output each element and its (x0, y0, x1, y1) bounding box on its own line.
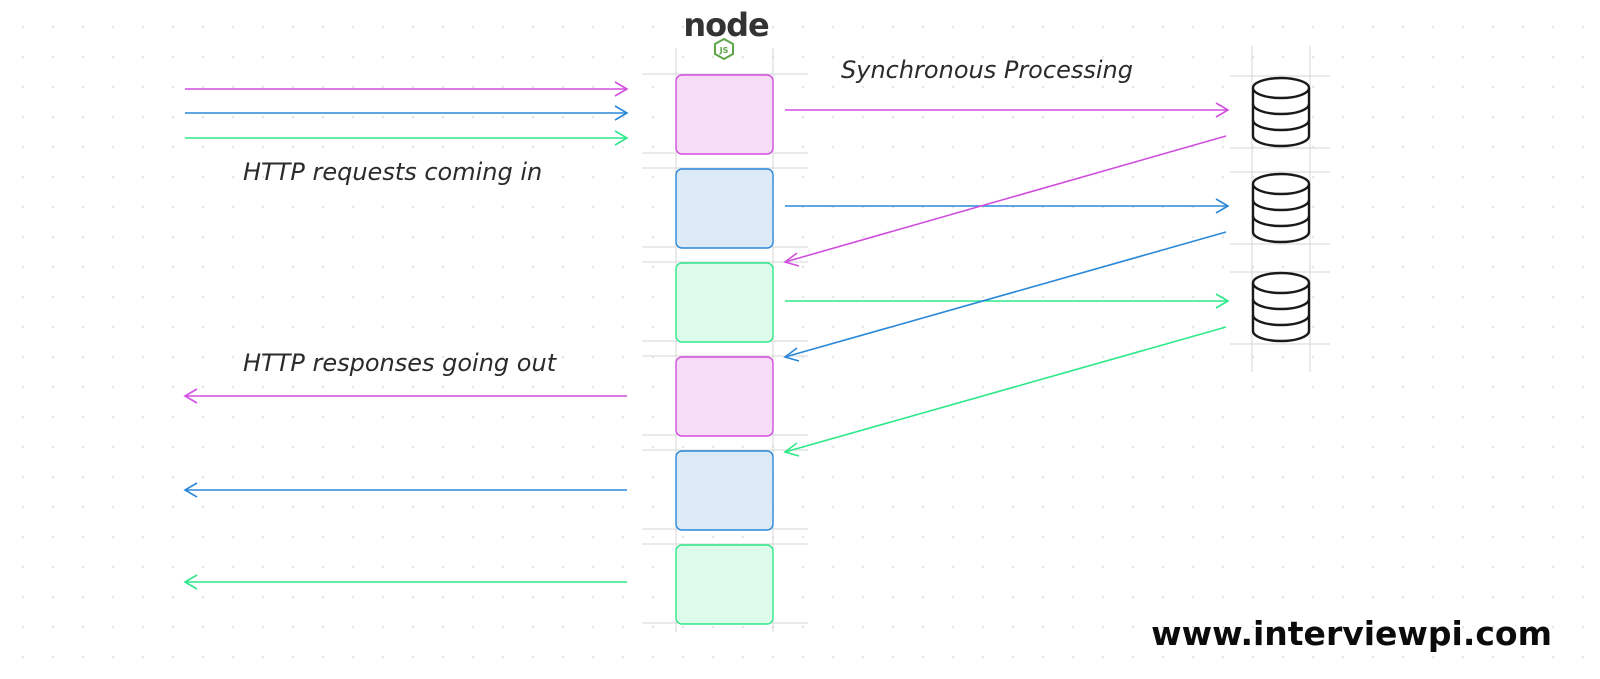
request-arrow-magenta (185, 81, 629, 97)
request-arrows (185, 81, 629, 146)
queue-block-magenta-1 (675, 74, 774, 155)
queue-block-green-1 (675, 262, 774, 343)
queue-block-blue-2 (675, 450, 774, 531)
database-icon (1251, 76, 1311, 148)
db-request-arrow-magenta (785, 102, 1230, 118)
nodejs-logo-text: node (683, 6, 769, 44)
request-arrow-green (185, 130, 629, 146)
db-return-arrow-blue (783, 231, 1227, 362)
nodejs-logo-badge: JS (719, 46, 729, 55)
nodejs-logo-icon: node JS (683, 6, 770, 61)
db-return-arrow-magenta (783, 135, 1227, 267)
watermark: www.interviewpi.com (1151, 614, 1552, 653)
db-request-arrow-green (785, 293, 1230, 309)
request-arrow-blue (185, 105, 629, 121)
response-arrow-blue (183, 482, 627, 498)
db-return-arrow-green (783, 326, 1227, 457)
requests-label: HTTP requests coming in (243, 158, 543, 186)
db-request-arrow-blue (785, 198, 1230, 214)
queue-blocks (675, 74, 774, 625)
database-icon (1251, 172, 1311, 244)
response-arrows (183, 388, 627, 590)
processing-label: Synchronous Processing (841, 56, 1133, 84)
responses-label: HTTP responses going out (243, 349, 557, 377)
processing-arrows (783, 102, 1230, 457)
response-arrow-green (183, 574, 627, 590)
queue-block-magenta-2 (675, 356, 774, 437)
queue-block-blue-1 (675, 168, 774, 249)
queue-block-green-2 (675, 544, 774, 625)
database-icon (1251, 271, 1311, 343)
response-arrow-magenta (183, 388, 627, 404)
